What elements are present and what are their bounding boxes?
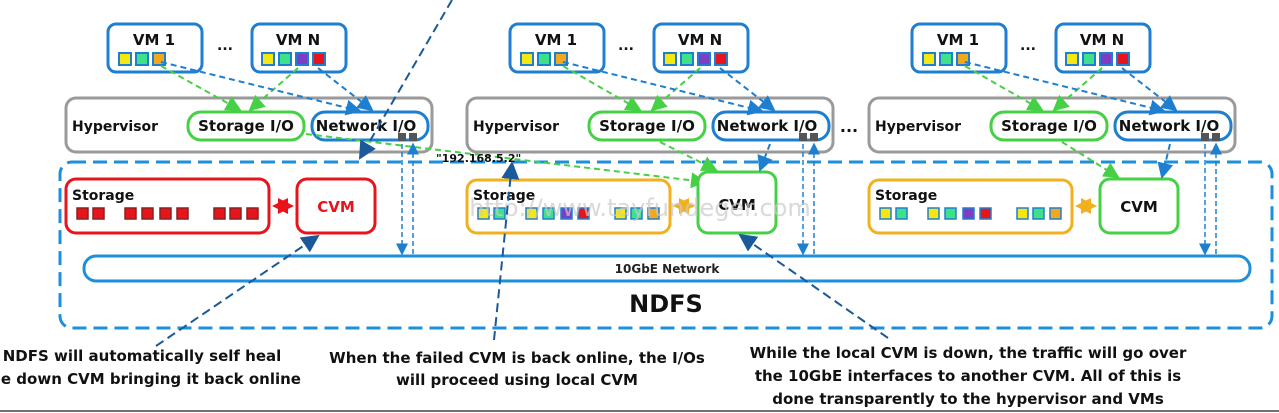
storage-io-label: Storage I/O: [1001, 117, 1097, 135]
nodes-ellipsis: ...: [840, 117, 858, 136]
cvm-label: CVM: [718, 196, 756, 214]
ip-label: "192.168.5.2": [436, 152, 521, 165]
ndfs-label: NDFS: [629, 290, 703, 318]
network-io-label: Network I/O: [1119, 117, 1219, 135]
hypervisor-label: Hypervisor: [473, 119, 559, 135]
storage-label: Storage: [473, 188, 535, 204]
storage-io-label: Storage I/O: [198, 117, 294, 135]
caption-middle-line-1: When the failed CVM is back online, the …: [329, 349, 705, 367]
vm-1-label: VM 1: [937, 31, 979, 49]
vm-ellipsis: ...: [217, 38, 233, 54]
hypervisor-label: Hypervisor: [72, 119, 158, 135]
network-label: 10GbE Network: [615, 262, 721, 276]
network-bar: [82, 254, 1252, 283]
pointer-middle: [493, 161, 520, 341]
cvm-label: CVM: [1120, 198, 1158, 216]
pointer-left: [155, 234, 320, 347]
storage-io-label: Storage I/O: [599, 117, 695, 135]
caption-left-line-2: the down CVM bringing it back online: [0, 370, 301, 388]
caption-right-line-1: While the local CVM is down, the traffic…: [750, 344, 1187, 362]
cvm-failed-box: [295, 177, 377, 235]
node-2: VM 1 ... VM N Hypervisor Storage I/O Net…: [465, 22, 835, 256]
ndfs-container: [58, 160, 1274, 330]
vm-ellipsis: ...: [618, 38, 634, 54]
caption-left-line-1: NDFS will automatically self heal: [3, 347, 282, 365]
storage-label: Storage: [72, 188, 134, 204]
caption-right-line-3: done transparently to the hypervisor and…: [772, 390, 1164, 408]
vm-n-label: VM N: [678, 31, 722, 49]
caption-middle-line-2: will proceed using local CVM: [396, 371, 638, 389]
storage-label: Storage: [875, 188, 937, 204]
pointer-right: [738, 233, 889, 339]
node-3: VM 1 ... VM N Hypervisor Storage I/O Net…: [867, 22, 1237, 256]
vm-ellipsis: ...: [1020, 38, 1036, 54]
vm-n-label: VM N: [276, 31, 320, 49]
storage-io-pill: [186, 110, 306, 142]
caption-right-line-2: the 10GbE interfaces to another CVM. All…: [755, 367, 1181, 385]
vm-1-label: VM 1: [535, 31, 577, 49]
cvm-failed-label: CVM: [317, 198, 355, 216]
hypervisor-label: Hypervisor: [875, 119, 961, 135]
vm-1-label: VM 1: [133, 31, 175, 49]
watermark: http://www.tayfundeger.com: [469, 194, 811, 222]
pointer-top: [358, 0, 453, 160]
network-io-label: Network I/O: [316, 117, 416, 135]
node-1: VM 1 ... VM N Hypervisor Storage I/O Net…: [64, 22, 707, 256]
network-io-label: Network I/O: [717, 117, 817, 135]
vm-n-label: VM N: [1080, 31, 1124, 49]
